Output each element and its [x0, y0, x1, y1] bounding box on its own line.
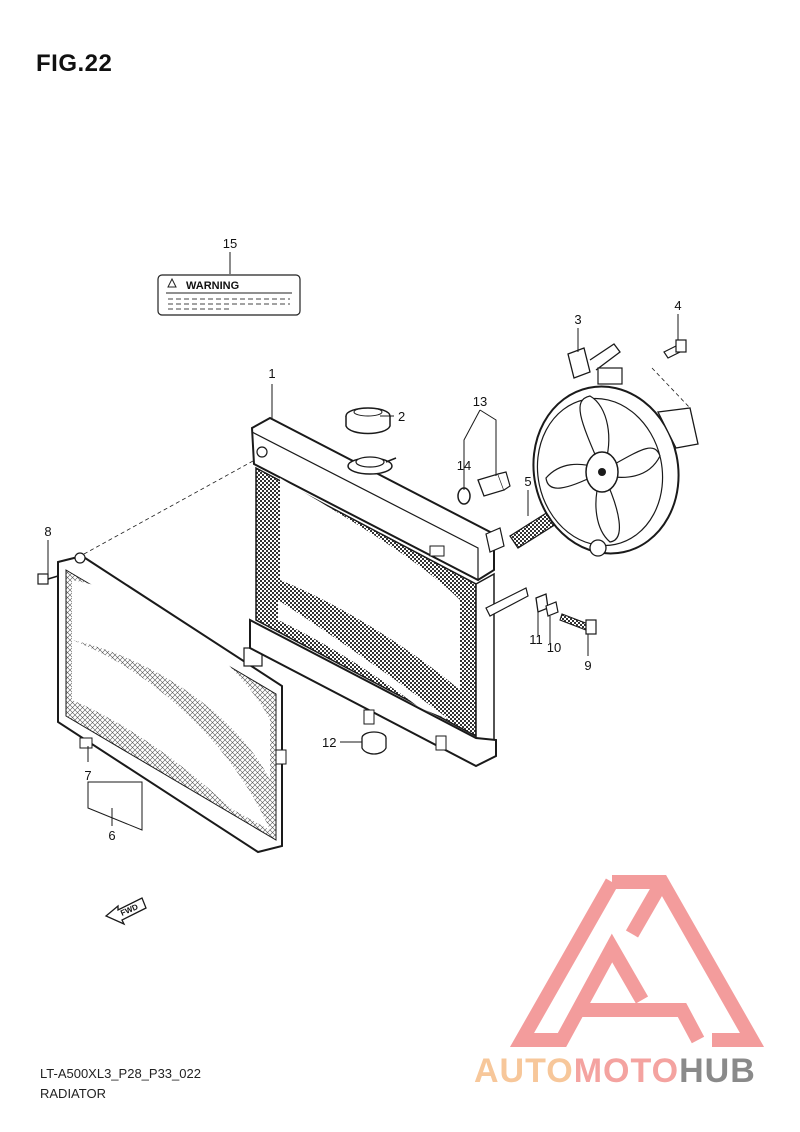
figure-code: LT-A500XL3_P28_P33_022	[40, 1066, 201, 1081]
callout-14: 14	[457, 458, 471, 473]
thermo-switch	[457, 471, 511, 505]
warning-label-text: WARNING	[186, 280, 239, 292]
bolt-part-9	[559, 613, 589, 631]
radiator-guard	[57, 455, 287, 854]
radiator-cap	[345, 407, 391, 435]
watermark-moto: MOTO	[574, 1052, 679, 1090]
bolt-part-4	[663, 339, 687, 359]
callout-15: 15	[223, 236, 237, 251]
svg-text:AUTOMOTOHUB: AUTOMOTOHUB	[474, 1052, 756, 1090]
watermark-hub: HUB	[679, 1052, 756, 1090]
mount-hardware	[535, 593, 597, 635]
cooling-fan	[532, 343, 699, 557]
grommet-part-12	[361, 731, 387, 755]
clip-part-7	[87, 781, 143, 831]
callout-13: 13	[473, 394, 487, 409]
callout-6: 6	[108, 828, 115, 843]
warning-label: WARNING	[157, 274, 301, 316]
callout-numbers: 1 2 3 4 5 6 7 8 9 10 11 12 13 14 15	[44, 236, 681, 843]
callout-12: 12	[322, 735, 336, 750]
warning-triangle-icon	[167, 277, 177, 288]
fwd-arrow: FWD	[104, 897, 147, 926]
callout-8: 8	[44, 524, 51, 539]
callout-7: 7	[84, 768, 91, 783]
automotohub-watermark: AUTOMOTOHUB	[474, 875, 765, 1090]
callout-1: 1	[268, 366, 275, 381]
leader-lines	[47, 252, 679, 826]
callout-3: 3	[574, 312, 581, 327]
callout-11: 11	[529, 632, 543, 647]
collar-part-10	[545, 601, 559, 617]
radiator	[249, 416, 529, 768]
callout-5: 5	[524, 474, 531, 489]
watermark-auto: AUTO	[474, 1052, 574, 1090]
bolt-part-8	[37, 573, 59, 585]
figure-title: FIG.22	[36, 50, 113, 77]
figure-name: RADIATOR	[40, 1086, 106, 1101]
callout-2: 2	[398, 409, 405, 424]
callout-9: 9	[584, 658, 591, 673]
o-ring	[457, 487, 471, 505]
watermark-triangle-icon	[509, 875, 765, 1047]
callout-10: 10	[547, 640, 561, 655]
callout-4: 4	[674, 298, 681, 313]
